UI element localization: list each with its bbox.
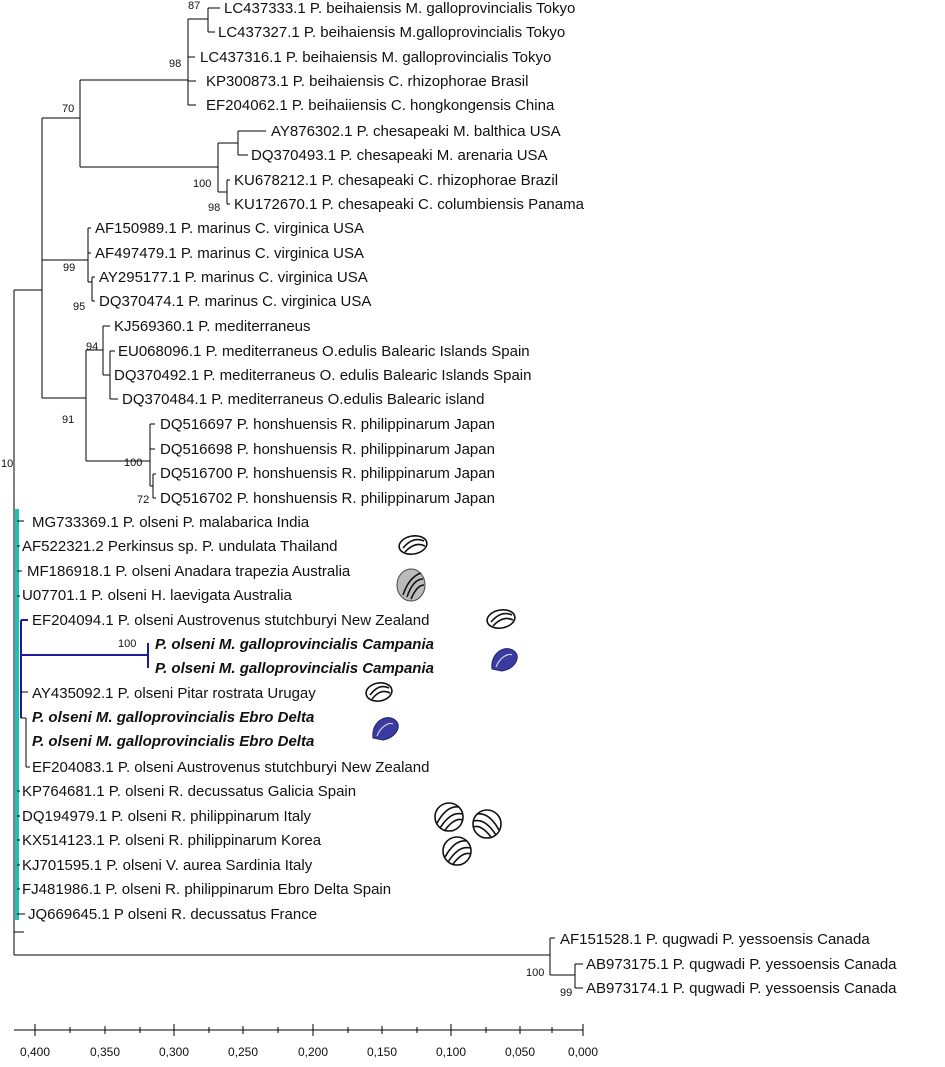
bootstrap-value: 70	[62, 103, 74, 115]
taxon-label: DQ370474.1 P. marinus C. virginica USA	[99, 293, 371, 310]
taxon-label: U07701.1 P. olseni H. laevigata Australi…	[22, 587, 293, 604]
clam-shell-icon	[365, 682, 393, 702]
scale-tick-label: 0,200	[298, 1045, 328, 1059]
taxon-label: LC437333.1 P. beihaiensis M. galloprovin…	[224, 0, 575, 17]
taxon-label: AF522321.2 Perkinsus sp. P. undulata Tha…	[22, 538, 338, 555]
bootstrap-value: 94	[86, 341, 98, 353]
scale-tick-label: 0,250	[228, 1045, 258, 1059]
bootstrap-value: 98	[208, 202, 220, 214]
clam-shell-icon	[434, 802, 464, 832]
taxon-label: AY435092.1 P. olseni Pitar rostrata Urug…	[32, 685, 316, 702]
taxon-label: MG733369.1 P. olseni P. malabarica India	[32, 514, 310, 531]
taxon-label: KP300873.1 P. beihaiensis C. rhizophorae…	[206, 73, 528, 90]
taxon-label: AY876302.1 P. chesapeaki M. balthica USA	[271, 123, 561, 140]
taxon-label: KJ701595.1 P. olseni V. aurea Sardinia I…	[22, 857, 313, 874]
taxon-label: AF151528.1 P. qugwadi P. yessoensis Cana…	[560, 931, 870, 948]
scale-tick-label: 0,000	[568, 1045, 598, 1059]
taxon-label-highlighted: P. olseni M. galloprovincialis Campania	[155, 636, 434, 653]
taxon-label: DQ516702 P. honshuensis R. philippinarum…	[160, 490, 495, 507]
cockle-shell-icon	[396, 568, 426, 602]
taxon-label: KP764681.1 P. olseni R. decussatus Galic…	[22, 783, 356, 800]
taxon-label: DQ516698 P. honshuensis R. philippinarum…	[160, 441, 495, 458]
taxon-label: DQ370492.1 P. mediterraneus O. edulis Ba…	[114, 367, 531, 384]
taxon-label: EF204083.1 P. olseni Austrovenus stutchb…	[32, 759, 429, 776]
taxon-label-highlighted: P. olseni M. galloprovincialis Ebro Delt…	[32, 709, 314, 726]
taxon-label: EU068096.1 P. mediterraneus O.edulis Bal…	[118, 343, 530, 360]
taxon-labels: LC437333.1 P. beihaiensis M. galloprovin…	[22, 0, 897, 997]
mussel-shell-icon	[372, 717, 399, 741]
taxon-label: LC437316.1 P. beihaiensis M. galloprovin…	[200, 49, 551, 66]
bootstrap-value: 100	[526, 967, 544, 979]
scale-tick-label: 0,050	[505, 1045, 535, 1059]
bootstrap-value: 98	[169, 58, 181, 70]
taxon-label: EF204062.1 P. beihaiiensis C. hongkongen…	[206, 97, 555, 114]
scale-tick-label: 0,300	[159, 1045, 189, 1059]
taxon-label: MF186918.1 P. olseni Anadara trapezia Au…	[27, 563, 351, 580]
taxon-label: DQ370493.1 P. chesapeaki M. arenaria USA	[251, 147, 548, 164]
bootstrap-value: 100	[124, 457, 142, 469]
scale-tick-label: 0,100	[436, 1045, 466, 1059]
taxon-label: AY295177.1 P. marinus C. virginica USA	[99, 269, 368, 286]
clam-shell-icon	[472, 809, 502, 839]
taxon-label: KX514123.1 P. olseni R. philippinarum Ko…	[22, 832, 322, 849]
taxon-label: DQ516697 P. honshuensis R. philippinarum…	[160, 416, 495, 433]
taxon-label-highlighted: P. olseni M. galloprovincialis Campania	[155, 660, 434, 677]
scale-tick-label: 0,350	[90, 1045, 120, 1059]
taxon-label: AF497479.1 P. marinus C. virginica USA	[95, 245, 364, 262]
taxon-label: FJ481986.1 P. olseni R. philippinarum Eb…	[22, 881, 391, 898]
bootstrap-value: 10	[1, 458, 13, 470]
taxon-label-highlighted: P. olseni M. galloprovincialis Ebro Delt…	[32, 733, 314, 750]
taxon-label: KU678212.1 P. chesapeaki C. rhizophorae …	[234, 172, 558, 189]
clam-shell-icon	[442, 836, 472, 866]
bootstrap-value: 99	[560, 987, 572, 999]
olseni-clade	[15, 509, 149, 920]
taxon-label: DQ516700 P. honshuensis R. philippinarum…	[160, 465, 495, 482]
taxon-label: EF204094.1 P. olseni Austrovenus stutchb…	[32, 612, 429, 629]
scale-tick-label: 0,400	[20, 1045, 50, 1059]
taxon-label: DQ370484.1 P. mediterraneus O.edulis Bal…	[122, 391, 484, 408]
taxon-label: KU172670.1 P. chesapeaki C. columbiensis…	[234, 196, 585, 213]
taxon-label: AB973174.1 P. qugwadi P. yessoensis Cana…	[586, 980, 897, 997]
bootstrap-value: 100	[118, 638, 136, 650]
mussel-shell-icon	[491, 648, 518, 672]
taxon-label: JQ669645.1 P olseni R. decussatus France	[28, 906, 317, 923]
bootstrap-value: 91	[62, 414, 74, 426]
taxon-label: AF150989.1 P. marinus C. virginica USA	[95, 220, 364, 237]
taxon-label: KJ569360.1 P. mediterraneus	[114, 318, 311, 335]
bootstrap-value: 99	[63, 262, 75, 274]
tree-branches	[13, 7, 583, 989]
bootstrap-value: 100	[193, 178, 211, 190]
taxon-label: DQ194979.1 P. olseni R. philippinarum It…	[22, 808, 312, 825]
bootstrap-values: 87 98 70 100 98 99 95 94 91 100 72 10 10…	[1, 0, 572, 999]
scale-axis: 0,400 0,350 0,300 0,250 0,200 0,150 0,10…	[14, 1024, 598, 1059]
scale-tick-label: 0,150	[367, 1045, 397, 1059]
bootstrap-value: 87	[188, 0, 200, 12]
bootstrap-value: 95	[73, 301, 85, 313]
clam-shell-icon	[486, 609, 516, 629]
clam-shell-icon	[398, 535, 428, 555]
taxon-label: LC437327.1 P. beihaiensis M.galloprovinc…	[218, 24, 565, 41]
bootstrap-value: 72	[137, 494, 149, 506]
taxon-label: AB973175.1 P. qugwadi P. yessoensis Cana…	[586, 956, 897, 973]
